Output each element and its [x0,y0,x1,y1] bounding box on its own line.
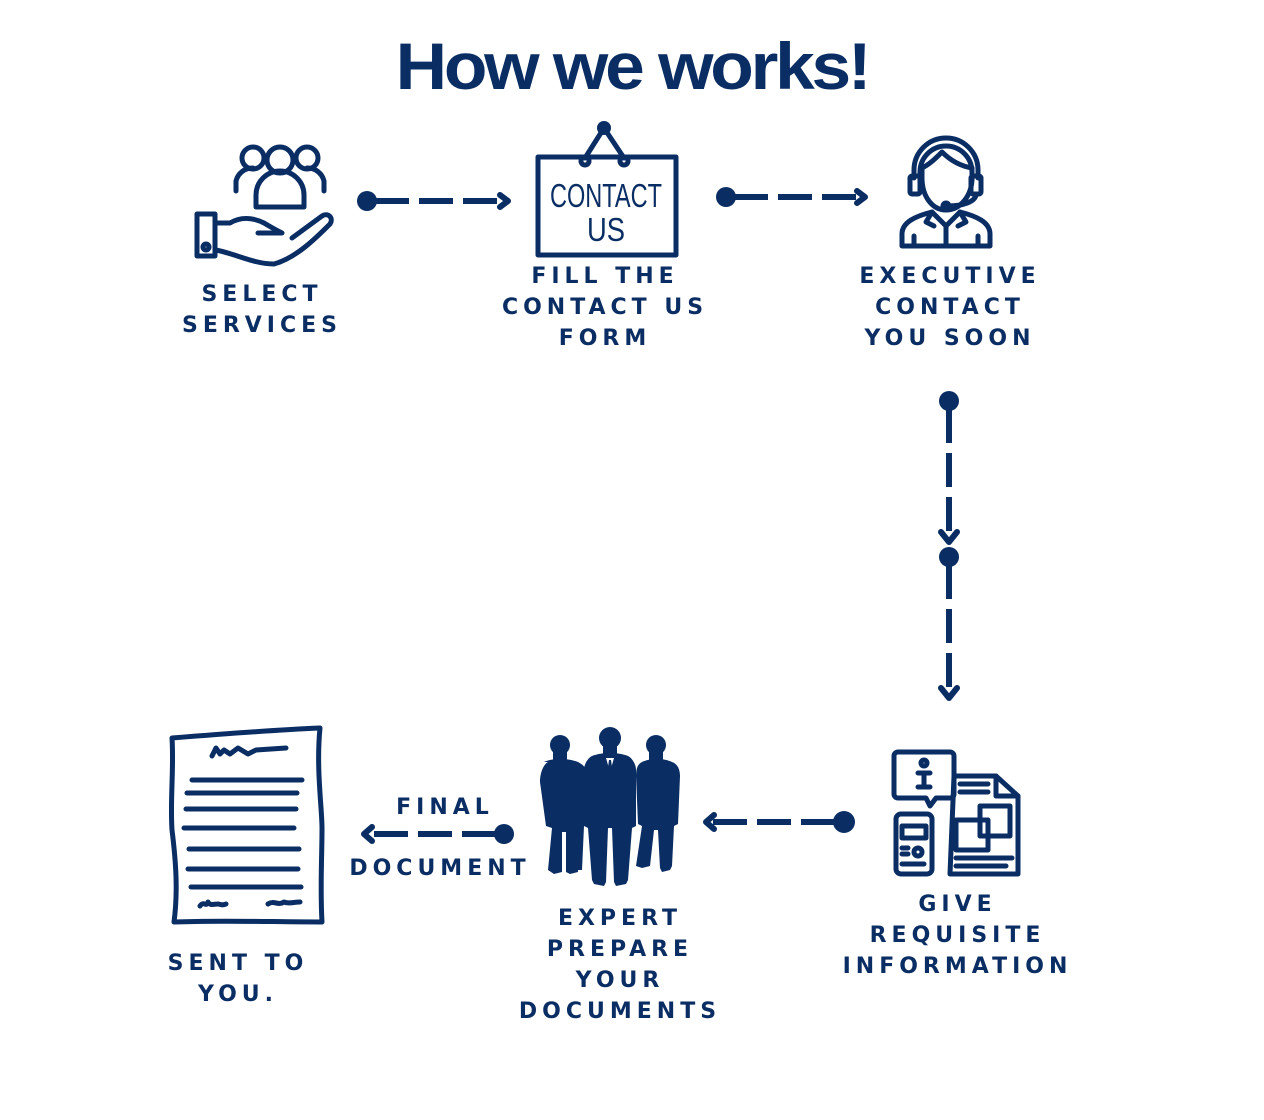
connector-arrow-5-6 [361,824,514,844]
info-devices-icon [891,749,1021,877]
step-label-give-information: GIVE REQUISITE INFORMATION [830,889,1085,982]
label-line: REQUISITE [869,923,1046,948]
connector-label-document: DOCUMENT [349,856,531,881]
contact-us-sign-icon: CONTACT US [535,121,679,258]
step-label-expert-prepare: EXPERT PREPARE YOUR DOCUMENTS [505,903,735,1027]
hand-with-people-icon [194,144,334,267]
label-line: EXECUTIVE [859,264,1041,289]
signed-document-icon [168,725,325,925]
label-line: SENT TO [167,951,309,976]
page-title: How we works! [395,29,872,103]
label-line: YOU. [197,982,279,1007]
connector-label-final: FINAL [396,795,494,820]
business-team-icon [540,727,680,886]
connector-arrow-2-3 [716,187,868,207]
label-line: GIVE [918,892,997,917]
step-label-sent-to-you: SENT TO YOU. [158,948,318,1010]
step-label-fill-contact-form: FILL THE CONTACT US FORM [485,261,725,354]
label-line: FORM [558,326,652,351]
label-line: DOCUMENTS [518,999,722,1024]
label-line: EXPERT [557,906,683,931]
sign-text-line-2: US [587,211,625,248]
sign-text-line-1: CONTACT [550,177,662,214]
connector-arrow-3-4 [938,391,960,701]
label-line: PREPARE [546,937,694,962]
label-line: YOU SOON [864,326,1036,351]
label-line: SELECT [201,282,323,307]
label-line: FILL THE [531,264,679,289]
connector-arrow-1-2 [357,191,511,211]
step-label-executive-contact: EXECUTIVE CONTACT YOU SOON [835,261,1065,354]
label-line: SERVICES [181,313,343,338]
headset-agent-icon [899,135,993,249]
connector-arrow-4-5 [703,811,855,833]
label-line: YOUR [575,968,665,993]
label-line: INFORMATION [842,954,1073,979]
step-label-select-services: SELECT SERVICES [172,279,352,341]
label-line: CONTACT [875,295,1025,320]
label-line: CONTACT US [501,295,709,320]
